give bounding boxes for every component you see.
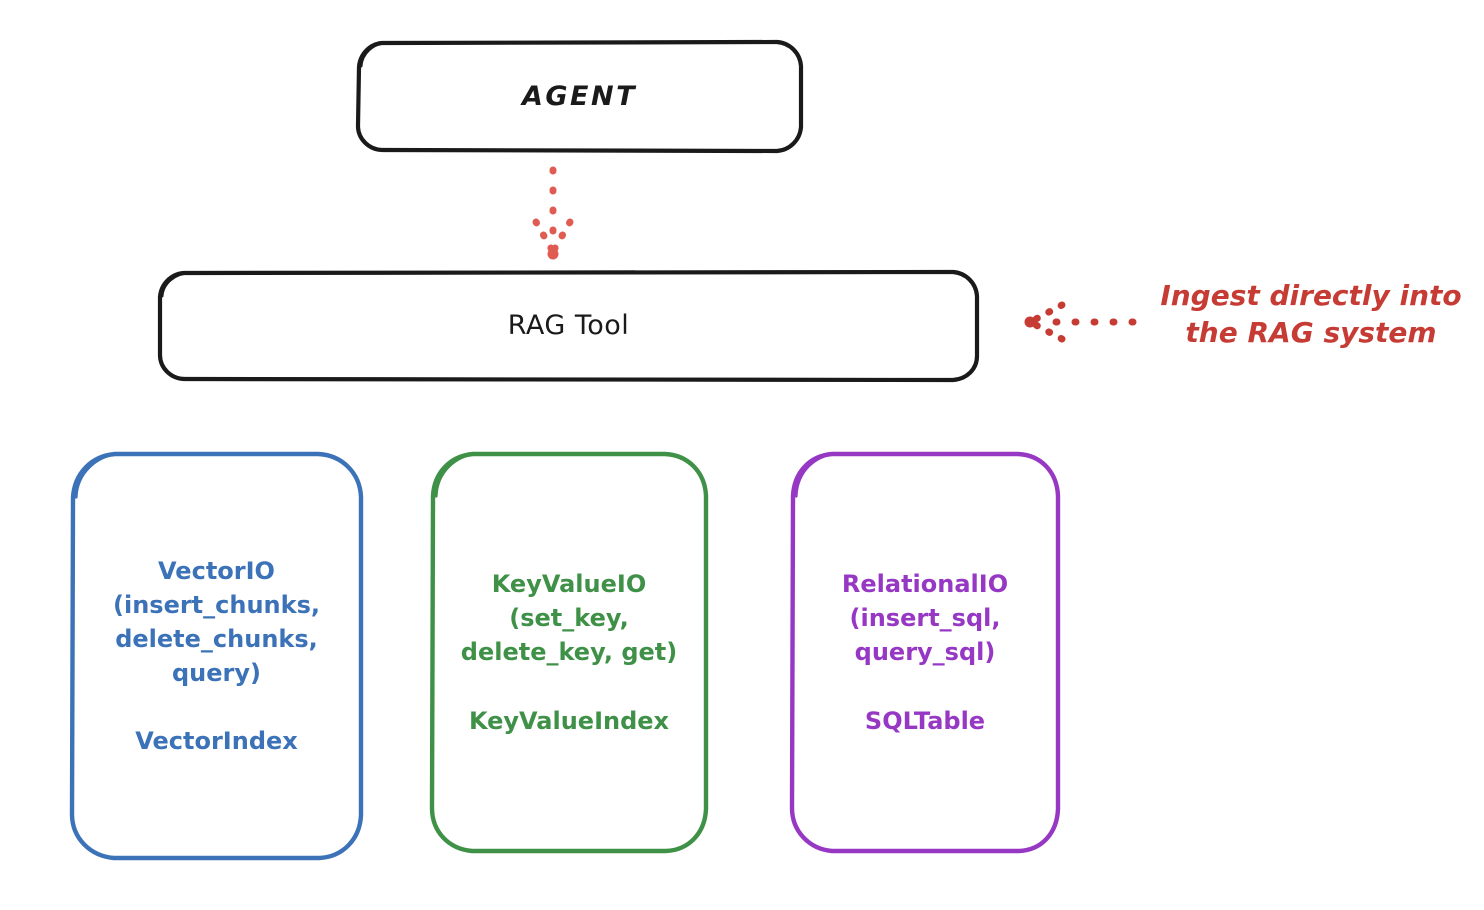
arrow-ingest-to-rag-tool bbox=[1024, 301, 1137, 343]
node-vector-io[interactable]: VectorIO (insert_chunks, delete_chunks, … bbox=[68, 450, 365, 862]
vector-io-box-outline bbox=[69, 451, 364, 861]
relational-io-box-outline bbox=[789, 451, 1061, 854]
node-key-value-io[interactable]: KeyValueIO (set_key, delete_key, get) Ke… bbox=[428, 450, 710, 855]
annotation-ingest: Ingest directly into the RAG system bbox=[1160, 279, 1462, 349]
node-agent-label: AGENT bbox=[521, 80, 637, 112]
key-value-io-box-outline bbox=[429, 451, 709, 854]
agent-box-outline bbox=[355, 39, 804, 154]
node-key-value-io-label: KeyValueIO (set_key, delete_key, get) Ke… bbox=[460, 570, 678, 735]
node-vector-io-label: VectorIO (insert_chunks, delete_chunks, … bbox=[113, 556, 320, 756]
node-relational-io[interactable]: RelationalIO (insert_sql, query_sql) SQL… bbox=[788, 450, 1062, 855]
node-agent[interactable]: AGENT bbox=[355, 39, 804, 154]
rag-tool-box-outline bbox=[157, 269, 980, 383]
node-rag-tool-label: RAG Tool bbox=[507, 310, 630, 342]
node-relational-io-label: RelationalIO (insert_sql, query_sql) SQL… bbox=[841, 570, 1009, 735]
node-rag-tool[interactable]: RAG Tool bbox=[157, 269, 980, 383]
arrow-agent-to-rag-tool bbox=[532, 166, 574, 260]
